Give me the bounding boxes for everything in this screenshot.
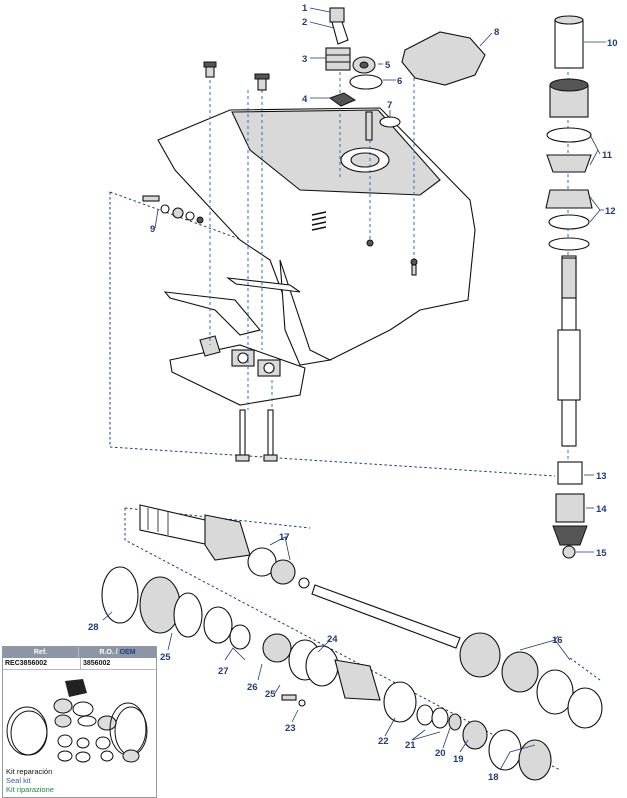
callout-13: 13 bbox=[596, 471, 607, 482]
kit-name-es: Kit reparación bbox=[6, 767, 53, 776]
header-ro-oem: R.O. / OEM bbox=[79, 647, 156, 658]
gearcase-cover bbox=[401, 31, 486, 86]
water-pump-base-plate bbox=[169, 335, 306, 406]
kit-name-en: Seal kit bbox=[6, 776, 31, 785]
kit-table-row: REC3856002 3856002 bbox=[3, 658, 156, 670]
callout-14: 14 bbox=[596, 504, 607, 515]
kit-ref-number: REC3856002 bbox=[3, 658, 81, 669]
bearing-carrier-seals bbox=[229, 624, 552, 781]
callout-20: 20 bbox=[435, 748, 446, 759]
pump-key-block bbox=[328, 92, 357, 107]
callout-23: 23 bbox=[285, 723, 296, 734]
callout-15: 15 bbox=[596, 548, 607, 559]
callout-18: 18 bbox=[488, 772, 499, 783]
plate-bolts bbox=[235, 409, 278, 462]
callout-25-upper: 25 bbox=[160, 652, 171, 663]
kit-names: Kit reparación Seal kit Kit riparazione bbox=[6, 767, 54, 794]
vertical-shaft-stack bbox=[545, 15, 593, 559]
kit-name-it: Kit riparazione bbox=[6, 785, 54, 794]
pinion-gear-shaft bbox=[139, 504, 251, 561]
callout-4: 4 bbox=[302, 94, 308, 105]
callout-5: 5 bbox=[385, 60, 391, 71]
header-oem: OEM bbox=[119, 649, 136, 656]
forward-gear-bearing bbox=[247, 547, 310, 589]
callout-24: 24 bbox=[327, 634, 338, 645]
callout-21: 21 bbox=[405, 740, 416, 751]
kit-table-header: Ref. R.O. / OEM bbox=[3, 647, 156, 658]
callout-19: 19 bbox=[453, 754, 464, 765]
seal-kit-illustration bbox=[6, 679, 148, 763]
leader-lines bbox=[102, 7, 606, 771]
reverse-gear-bearing bbox=[501, 651, 603, 729]
impeller bbox=[352, 56, 376, 74]
callout-7: 7 bbox=[387, 100, 392, 111]
callout-10: 10 bbox=[607, 38, 618, 49]
callout-3: 3 bbox=[302, 54, 307, 65]
callout-8: 8 bbox=[494, 27, 499, 38]
seal-kit-legend: Ref. R.O. / OEM REC3856002 3856002 Kit r… bbox=[2, 646, 157, 798]
callout-16: 16 bbox=[552, 635, 563, 646]
kit-oem-number: 3856002 bbox=[83, 660, 111, 667]
seal-rings-left bbox=[101, 566, 233, 644]
callout-11: 11 bbox=[602, 150, 613, 161]
callout-17: 17 bbox=[279, 532, 290, 543]
callout-12: 12 bbox=[605, 206, 616, 217]
callout-27: 27 bbox=[218, 666, 229, 677]
callout-9: 9 bbox=[150, 224, 155, 235]
top-hardware bbox=[203, 61, 418, 276]
pickup-seal-strip-upper bbox=[226, 277, 301, 293]
callout-2: 2 bbox=[302, 17, 307, 28]
gearcase-housing bbox=[157, 107, 476, 366]
callout-25-lower: 25 bbox=[265, 689, 276, 700]
pump-gasket-ring bbox=[349, 74, 383, 90]
callout-6: 6 bbox=[397, 76, 402, 87]
water-tube bbox=[329, 7, 349, 45]
propeller-shaft bbox=[311, 584, 501, 678]
callout-22: 22 bbox=[378, 736, 389, 747]
header-ro: R.O. / bbox=[99, 649, 118, 656]
callout-28: 28 bbox=[88, 622, 99, 633]
header-ref: Ref. bbox=[3, 647, 79, 658]
trim-tab-screw bbox=[142, 195, 204, 224]
callout-1: 1 bbox=[302, 3, 308, 14]
callout-26: 26 bbox=[247, 682, 258, 693]
pickup-seal-strip-lower bbox=[163, 291, 261, 336]
assembly-boundary-lower bbox=[124, 507, 601, 771]
retaining-screw bbox=[281, 694, 306, 707]
pump-housing bbox=[325, 47, 351, 71]
